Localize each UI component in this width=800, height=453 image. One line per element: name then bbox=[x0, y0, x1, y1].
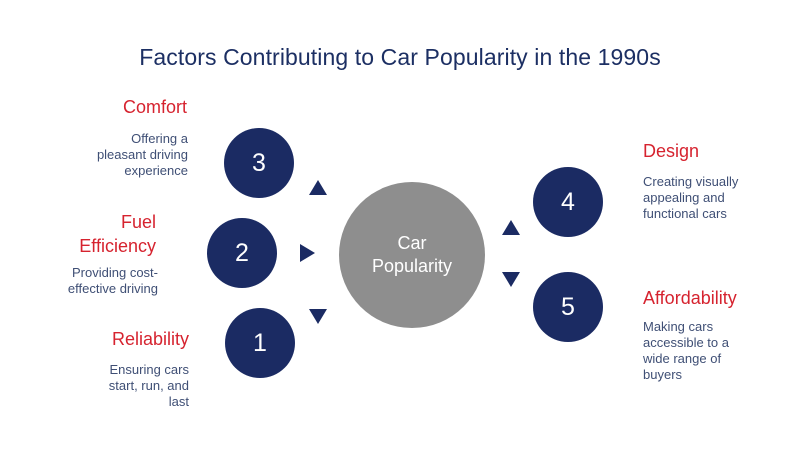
factor-5-desc-line: Making cars bbox=[643, 319, 714, 334]
factor-1-number: 1 bbox=[253, 328, 267, 357]
factor-4-number: 4 bbox=[561, 187, 575, 216]
factor-1-number-circle: 1 bbox=[225, 308, 295, 378]
factor-4-desc-line: functional cars bbox=[643, 206, 727, 221]
factor-2-description: Providing cost- effective driving bbox=[68, 265, 158, 297]
factor-5-number: 5 bbox=[561, 292, 575, 321]
factor-5-heading: Affordability bbox=[643, 286, 737, 310]
arrow-down-icon bbox=[309, 309, 327, 324]
factor-2-desc-line: Providing cost- bbox=[72, 265, 158, 280]
factor-2-heading: Fuel Efficiency bbox=[79, 210, 156, 258]
factor-2-heading-line: Fuel bbox=[120, 212, 156, 232]
factor-1-desc-line: start, run, and bbox=[108, 378, 189, 393]
factor-3-desc-line: experience bbox=[124, 163, 188, 178]
factor-5-number-circle: 5 bbox=[533, 272, 603, 342]
arrow-down-icon bbox=[502, 272, 520, 287]
factor-3-heading: Comfort bbox=[123, 95, 187, 119]
factor-3-number: 3 bbox=[252, 148, 266, 177]
factor-2-heading-line: Efficiency bbox=[79, 236, 156, 256]
factor-3-desc-line: Offering a bbox=[131, 131, 188, 146]
factor-1-heading: Reliability bbox=[112, 327, 189, 351]
center-label-line2: Popularity bbox=[371, 256, 453, 276]
arrow-up-icon bbox=[309, 180, 327, 195]
factor-5-desc-line: wide range of bbox=[643, 351, 722, 366]
factor-1-desc-line: Ensuring cars bbox=[109, 362, 189, 377]
factor-3-description: Offering a pleasant driving experience bbox=[97, 131, 188, 179]
factor-2-number-circle: 2 bbox=[207, 218, 277, 288]
factor-1-description: Ensuring cars start, run, and last bbox=[109, 362, 189, 410]
factor-3-heading-line: Comfort bbox=[122, 97, 187, 117]
factor-3-desc-line: pleasant driving bbox=[96, 147, 188, 162]
factor-1-desc-line: last bbox=[168, 394, 189, 409]
diagram-title: Factors Contributing to Car Popularity i… bbox=[139, 44, 661, 70]
factor-4-desc-line: Creating visually bbox=[643, 174, 739, 189]
factor-1-heading-line: Reliability bbox=[111, 329, 189, 349]
factor-5-heading-line: Affordability bbox=[643, 288, 737, 308]
factor-5-desc-line: accessible to a bbox=[643, 335, 729, 350]
factor-2-number: 2 bbox=[235, 238, 249, 267]
arrow-up-icon bbox=[502, 220, 520, 235]
factor-4-heading-line: Design bbox=[643, 141, 700, 161]
factor-3-number-circle: 3 bbox=[224, 128, 294, 198]
center-node: Car Popularity bbox=[339, 182, 485, 328]
arrow-right-icon bbox=[300, 244, 315, 262]
factor-4-heading: Design bbox=[643, 139, 699, 163]
center-label-line1: Car bbox=[397, 233, 427, 253]
factor-4-desc-line: appealing and bbox=[643, 190, 725, 205]
factor-2-desc-line: effective driving bbox=[67, 281, 158, 296]
factor-4-number-circle: 4 bbox=[533, 167, 603, 237]
factor-5-description: Making cars accessible to a wide range o… bbox=[643, 319, 729, 383]
factor-5-desc-line: buyers bbox=[643, 367, 683, 382]
factor-4-description: Creating visually appealing and function… bbox=[643, 174, 738, 222]
